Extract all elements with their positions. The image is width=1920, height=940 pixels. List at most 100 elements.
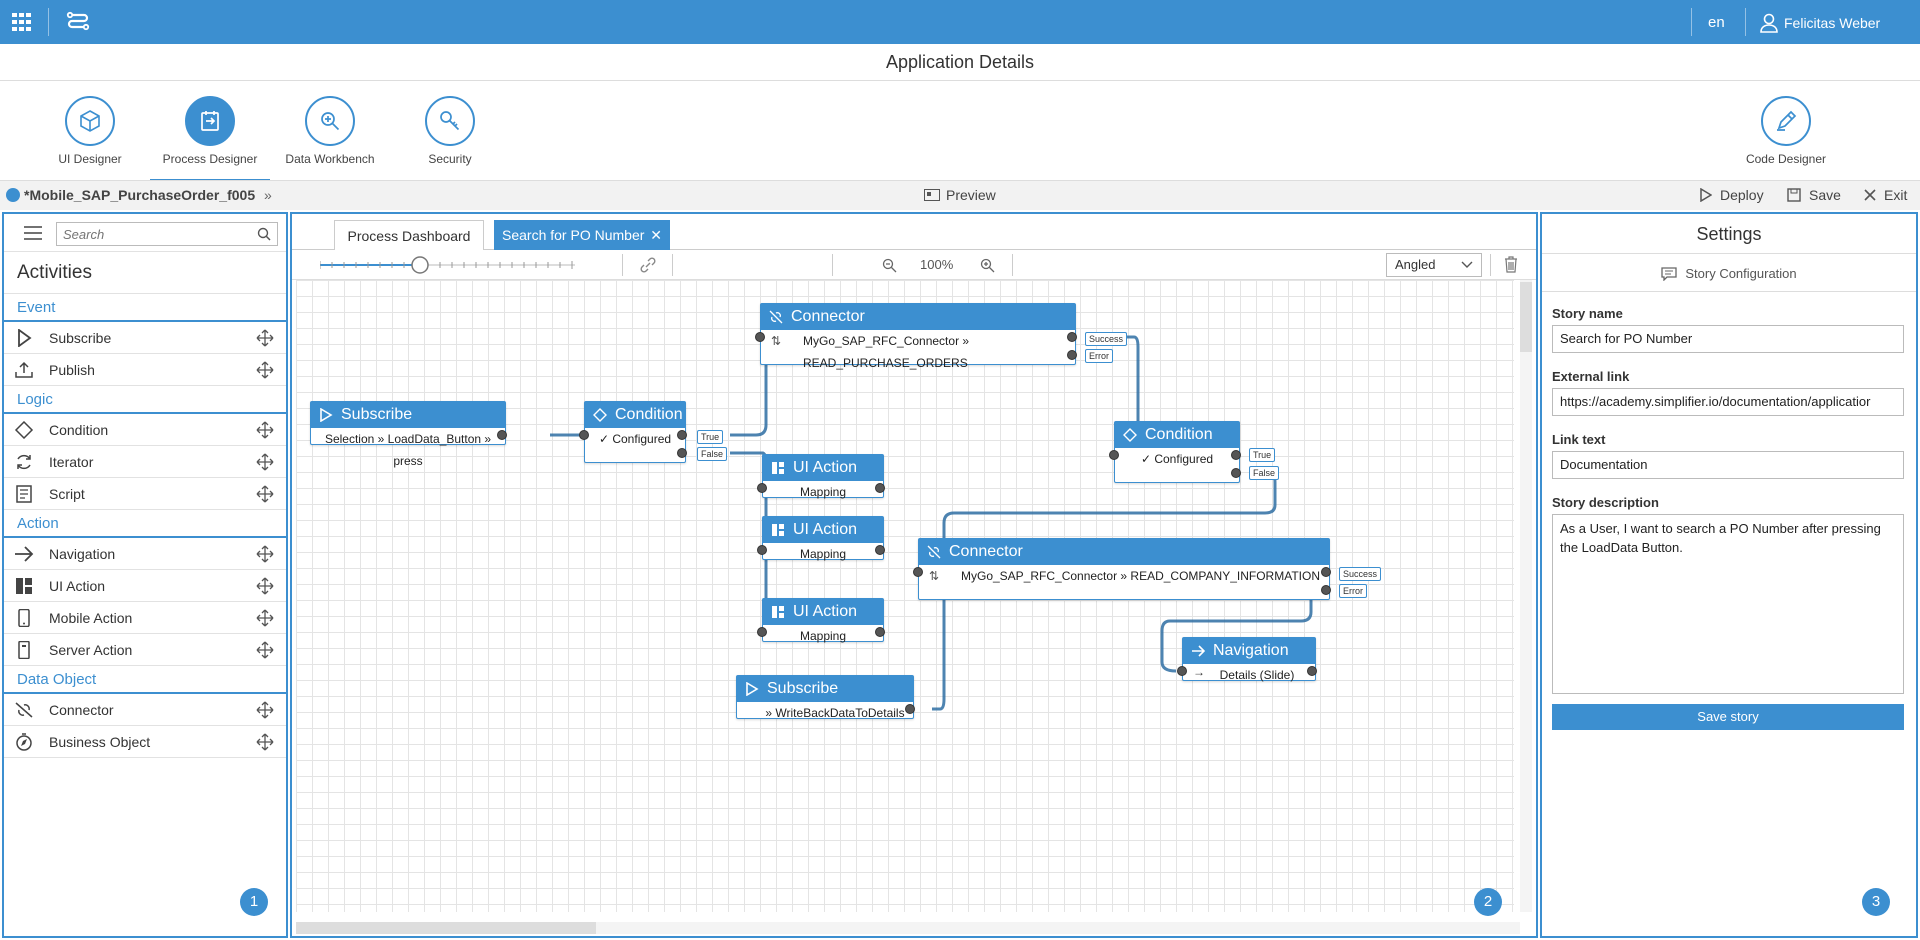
story-name-field[interactable]: Search for PO Number	[1552, 325, 1904, 353]
section-event[interactable]: Event	[4, 294, 286, 322]
node-ui-action-1[interactable]: UI Action Mapping	[757, 454, 885, 499]
zoom-slider[interactable]	[319, 256, 580, 274]
output-port-success[interactable]	[1321, 567, 1331, 577]
app-grid-icon[interactable]	[12, 13, 32, 31]
move-icon[interactable]	[256, 421, 274, 439]
section-action[interactable]: Action	[4, 510, 286, 538]
nav-code-designer[interactable]: Code Designer	[1726, 96, 1846, 166]
activity-publish[interactable]: Publish	[4, 354, 286, 386]
output-port-success[interactable]	[1067, 332, 1077, 342]
input-port[interactable]	[757, 483, 767, 493]
horizontal-scrollbar[interactable]	[296, 922, 1520, 934]
nav-data-workbench[interactable]: Data Workbench	[270, 96, 390, 166]
input-port[interactable]	[1109, 450, 1119, 460]
output-port-true[interactable]	[1231, 450, 1241, 460]
breadcrumb-app-name[interactable]: *Mobile_SAP_PurchaseOrder_f005	[24, 187, 256, 203]
tab-search-po[interactable]: Search for PO Number ✕	[494, 220, 670, 250]
move-icon[interactable]	[256, 701, 274, 719]
input-port[interactable]	[755, 332, 765, 342]
activity-subscribe[interactable]: Subscribe	[4, 322, 286, 354]
zoom-out-icon[interactable]	[882, 258, 897, 273]
process-canvas[interactable]: Subscribe Selection » LoadData_Button » …	[296, 280, 1514, 912]
input-port[interactable]	[757, 627, 767, 637]
move-icon[interactable]	[256, 609, 274, 627]
panel-badge: 1	[240, 888, 268, 916]
line-style-select[interactable]: Angled	[1386, 253, 1482, 277]
nav-process-designer[interactable]: Process Designer	[150, 96, 270, 182]
node-subscribe-load[interactable]: Subscribe Selection » LoadData_Button » …	[310, 401, 507, 468]
node-navigation[interactable]: Navigation Details (Slide) →	[1177, 637, 1317, 682]
move-icon[interactable]	[256, 361, 274, 379]
script-icon	[16, 485, 32, 503]
move-icon[interactable]	[256, 577, 274, 595]
exit-button[interactable]: Exit	[1864, 187, 1907, 203]
move-icon[interactable]	[256, 485, 274, 503]
input-port[interactable]	[757, 545, 767, 555]
upload-icon	[15, 361, 33, 378]
activity-mobile-action[interactable]: Mobile Action	[4, 602, 286, 634]
node-subscribe-writeback[interactable]: Subscribe » WriteBackDataToDetails	[736, 675, 915, 720]
activity-navigation[interactable]: Navigation	[4, 538, 286, 570]
save-story-button[interactable]: Save story	[1552, 704, 1904, 730]
section-data-object[interactable]: Data Object	[4, 666, 286, 694]
node-connector-1[interactable]: Connector MyGo_SAP_RFC_Connector » READ_…	[755, 303, 1128, 370]
node-ui-action-3[interactable]: UI Action Mapping	[757, 598, 885, 643]
output-port[interactable]	[905, 704, 915, 714]
trash-icon[interactable]	[1504, 256, 1518, 273]
output-port-error[interactable]	[1321, 585, 1331, 595]
move-icon[interactable]	[256, 453, 274, 471]
preview-label: Preview	[946, 187, 996, 203]
link-text-field[interactable]: Documentation	[1552, 451, 1904, 479]
preview-button[interactable]: Preview	[924, 187, 996, 203]
user-menu[interactable]: Felicitas Weber	[1760, 12, 1880, 34]
output-port[interactable]	[875, 545, 885, 555]
search-icon[interactable]	[257, 227, 271, 241]
link-icon[interactable]	[640, 257, 656, 273]
connector-icon	[15, 702, 33, 718]
input-port[interactable]	[913, 567, 923, 577]
output-port[interactable]	[875, 627, 885, 637]
search-input[interactable]	[56, 222, 278, 246]
activity-ui-action[interactable]: UI Action	[4, 570, 286, 602]
user-icon	[1760, 13, 1778, 33]
output-port-false[interactable]	[1231, 468, 1241, 478]
zoom-in-icon[interactable]	[980, 258, 995, 273]
node-ui-action-2[interactable]: UI Action Mapping	[757, 516, 885, 561]
node-condition-1[interactable]: Condition ✓ Configured True False	[579, 401, 728, 463]
output-port[interactable]	[875, 483, 885, 493]
tab-process-dashboard[interactable]: Process Dashboard	[334, 220, 484, 250]
deploy-button[interactable]: Deploy	[1700, 187, 1764, 203]
output-port-error[interactable]	[1067, 350, 1077, 360]
nav-security[interactable]: Security	[390, 96, 510, 166]
activity-server-action[interactable]: Server Action	[4, 634, 286, 666]
move-icon[interactable]	[256, 733, 274, 751]
nav-ui-designer[interactable]: UI Designer	[30, 96, 150, 166]
story-description-field[interactable]: As a User, I want to search a PO Number …	[1552, 514, 1904, 694]
activity-iterator[interactable]: Iterator	[4, 446, 286, 478]
activity-script[interactable]: Script	[4, 478, 286, 510]
output-port[interactable]	[497, 430, 507, 440]
move-icon[interactable]	[256, 545, 274, 563]
menu-icon[interactable]	[24, 226, 42, 240]
move-icon[interactable]	[256, 329, 274, 347]
simplifier-logo-icon[interactable]	[66, 10, 90, 34]
activity-label: Server Action	[49, 642, 133, 658]
activity-connector[interactable]: Connector	[4, 694, 286, 726]
external-link-field[interactable]: https://academy.simplifier.io/documentat…	[1552, 388, 1904, 416]
search-field[interactable]	[57, 223, 247, 245]
output-port-true[interactable]	[677, 430, 687, 440]
activity-business-object[interactable]: Business Object	[4, 726, 286, 758]
node-condition-2[interactable]: Condition ✓ Configured True False	[1109, 421, 1280, 483]
input-port[interactable]	[1177, 666, 1187, 676]
language-selector[interactable]: en	[1708, 14, 1725, 31]
input-port[interactable]	[579, 430, 589, 440]
vertical-scrollbar[interactable]	[1520, 280, 1532, 912]
activity-condition[interactable]: Condition	[4, 414, 286, 446]
output-port-false[interactable]	[677, 448, 687, 458]
node-connector-2[interactable]: Connector MyGo_SAP_RFC_Connector » READ_…	[913, 538, 1382, 600]
move-icon[interactable]	[256, 641, 274, 659]
close-tab-icon[interactable]: ✕	[650, 227, 662, 243]
output-port[interactable]	[1307, 666, 1317, 676]
save-button[interactable]: Save	[1787, 187, 1841, 203]
section-logic[interactable]: Logic	[4, 386, 286, 414]
